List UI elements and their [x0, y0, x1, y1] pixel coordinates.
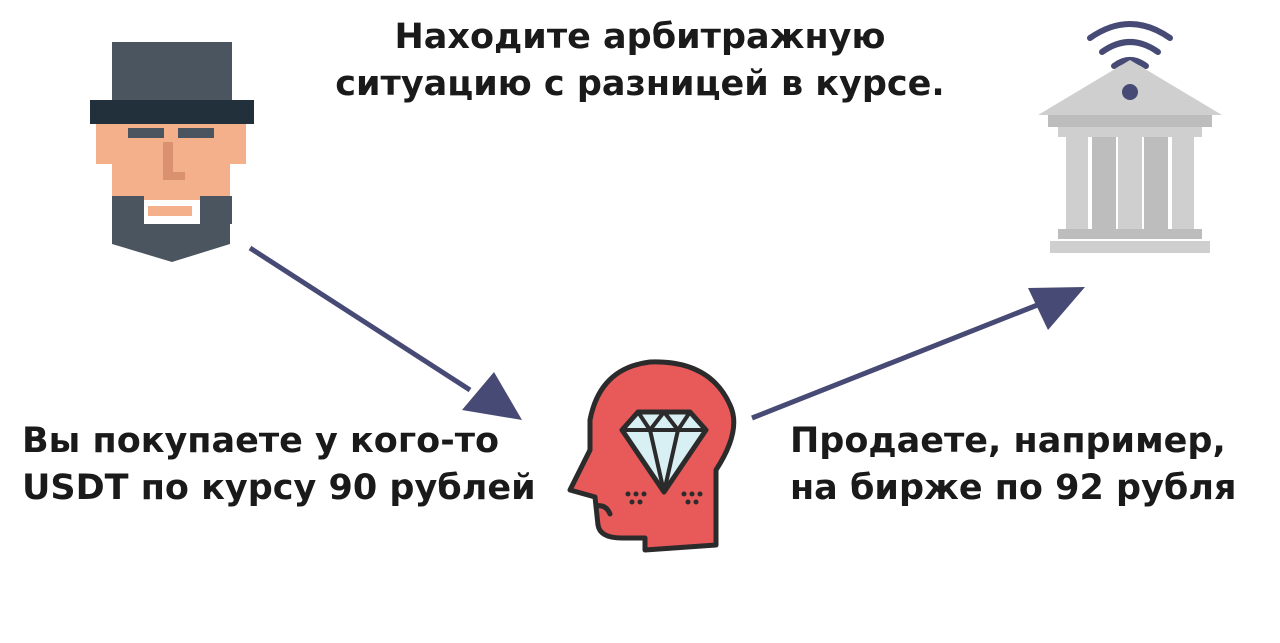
- sell-caption: Продаете, например, на бирже по 92 рубля: [790, 418, 1270, 512]
- buy-caption: Вы покупаете у кого-то USDT по курсу 90 …: [22, 418, 582, 512]
- buy-caption-line-1: Вы покупаете у кого-то: [22, 421, 500, 461]
- bank-wifi-icon: [1038, 21, 1222, 253]
- sell-caption-line-1: Продаете, например,: [790, 421, 1226, 461]
- top-caption: Находите арбитражную ситуацию с разницей…: [240, 14, 1040, 108]
- top-caption-line-2: ситуацию с разницей в курсе.: [335, 64, 945, 104]
- buy-caption-line-2: USDT по курсу 90 рублей: [22, 468, 536, 508]
- arrow-to-bank: [751, 287, 1085, 421]
- spy-person-icon: [90, 42, 254, 262]
- diamond-head-icon: [567, 359, 737, 553]
- arrow-to-thinker: [248, 245, 522, 420]
- top-caption-line-1: Находите арбитражную: [394, 17, 886, 57]
- sell-caption-line-2: на бирже по 92 рубля: [790, 468, 1237, 508]
